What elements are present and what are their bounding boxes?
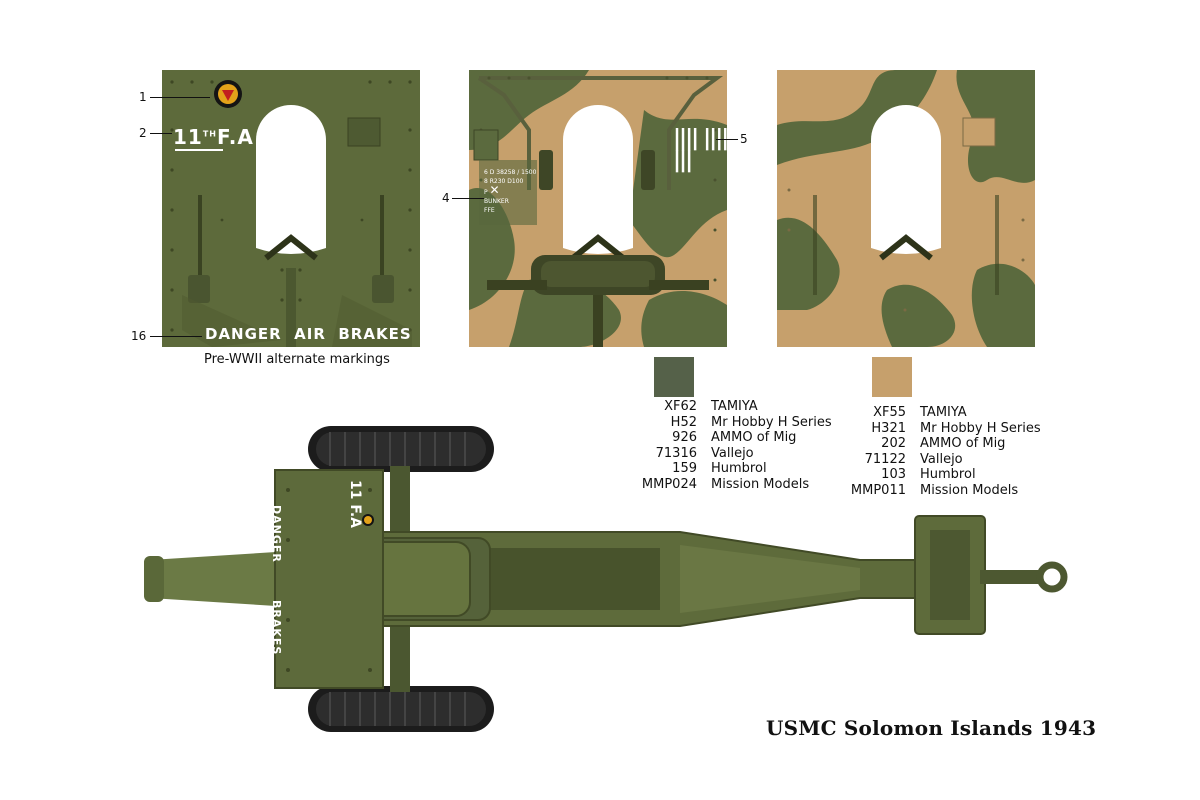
gun-marking-unit: 11 F.A [347,480,363,529]
callout-16: 16 [131,329,147,343]
shield-panel-camo-green [469,70,727,347]
callout-5: 5 [740,132,748,146]
gun-marking-danger: DANGER [270,505,283,563]
howitzer-top-view [140,420,1070,740]
wheel-bottom [308,686,494,732]
caption-pre-wwii: Pre-WWII alternate markings [204,352,390,367]
callout-2: 2 [139,126,147,140]
callout-4-line [452,198,484,199]
marking-11th-fa: 11THF.A [173,125,254,149]
shield-panel-olive [162,70,420,347]
callout-5-line [716,139,738,140]
shield-panel-camo-tan [777,70,1035,347]
marking-danger-air-brakes: DANGER AIR BRAKES [205,325,412,343]
swatch-tan [872,357,912,397]
callout-1-line [150,97,210,98]
callout-2-line [150,133,172,134]
marking-underline [175,149,223,151]
callout-1: 1 [139,90,147,104]
sheet-title: USMC Solomon Islands 1943 [766,716,1097,740]
callout-4: 4 [442,191,450,205]
swatch-green [654,357,694,397]
tally-marks: ||||||||||| [673,126,729,173]
gun-marking-brakes: BRAKES [270,600,283,656]
callout-16-line [150,336,202,337]
stencil-block: 6 D 38258 / 1500 8 R230 D100 P ✕ BUNKER … [484,169,537,214]
wheel-top [308,426,494,472]
